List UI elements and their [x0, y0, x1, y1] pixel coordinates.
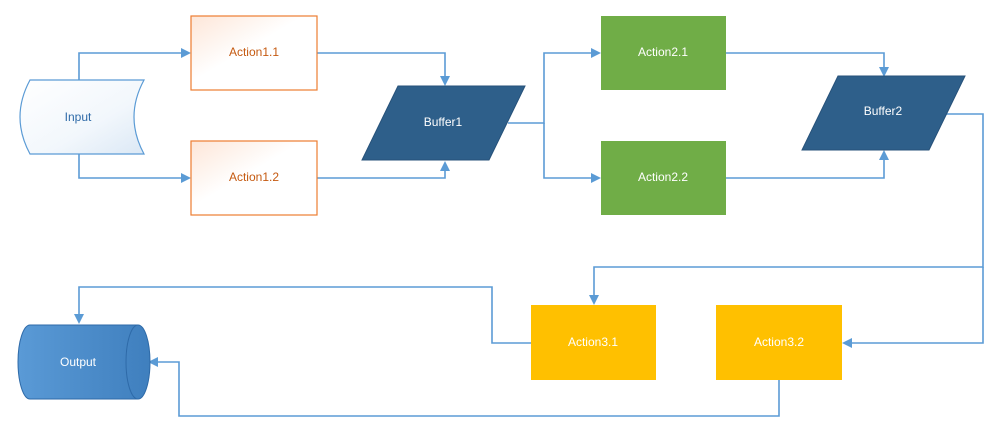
action1-1-box — [190, 15, 318, 91]
connector-action1-1-buffer1 — [317, 52, 450, 86]
node-action1-1: Action1.1 — [190, 15, 318, 91]
connector-action3-1-output — [74, 286, 531, 344]
connector-action2-2-buffer2 — [726, 150, 889, 179]
buffer1-shape — [361, 85, 526, 161]
action1-2-label: Action1.2 — [229, 170, 279, 184]
buffer2-label: Buffer2 — [864, 104, 903, 118]
connector-action1-2-buffer1 — [317, 161, 450, 179]
connector-action2-1-buffer2 — [726, 52, 889, 77]
node-action2-2: Action2.2 — [601, 141, 726, 215]
input-label: Input — [65, 110, 92, 124]
output-cylinder-end — [125, 324, 139, 400]
connector-action3-2-output — [148, 357, 780, 417]
action3-2-box — [716, 305, 842, 380]
connector-buffer2-action3-2 — [842, 267, 984, 348]
node-action1-2: Action1.2 — [190, 140, 318, 216]
connector-input-action1-1 — [78, 48, 191, 80]
action2-2-box — [601, 141, 726, 215]
connectors — [74, 48, 984, 417]
connector-input-action1-2 — [78, 154, 191, 183]
action1-2-box — [190, 140, 318, 216]
connector-buffer1-action2-2 — [543, 123, 601, 183]
node-input: Input — [19, 79, 146, 155]
node-buffer1: Buffer1 — [361, 85, 526, 161]
action1-1-label: Action1.1 — [229, 45, 279, 59]
node-buffer2: Buffer2 — [801, 75, 966, 151]
action2-1-box — [601, 16, 726, 90]
node-action3-1: Action3.1 — [531, 305, 656, 380]
node-action3-2: Action3.2 — [716, 305, 842, 380]
node-output: Output — [17, 324, 151, 400]
buffer1-label: Buffer1 — [424, 115, 463, 129]
buffer2-shape — [801, 75, 966, 151]
action3-2-label: Action3.2 — [754, 335, 804, 349]
output-label: Output — [60, 355, 97, 369]
input-shape — [19, 79, 146, 155]
action2-1-label: Action2.1 — [638, 45, 688, 59]
action3-1-label: Action3.1 — [568, 335, 618, 349]
action3-1-box — [531, 305, 656, 380]
node-action2-1: Action2.1 — [601, 16, 726, 90]
connector-buffer1-action2-1 — [508, 48, 601, 124]
action2-2-label: Action2.2 — [638, 170, 688, 184]
